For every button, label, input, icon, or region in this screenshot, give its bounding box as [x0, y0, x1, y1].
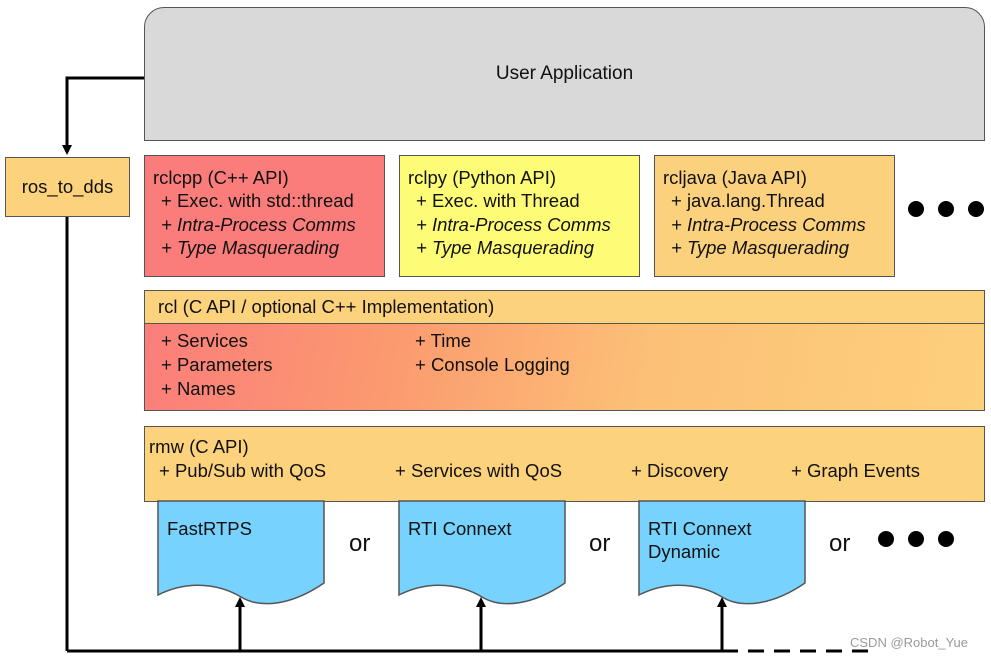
impl-fastrtps: FastRTPS	[157, 500, 325, 605]
or-separator-2: or	[589, 530, 611, 557]
impl-rti-connext-dynamic: RTI Connext Dynamic	[638, 500, 806, 605]
impl-rti-connext-dynamic-label: RTI Connext Dynamic	[648, 517, 752, 563]
rcljava-line-3: + Type Masquerading	[671, 236, 850, 258]
rcl-item-services: + Services	[161, 330, 248, 351]
document-shape	[398, 500, 566, 605]
rmw-item-graph-events: + Graph Events	[791, 460, 921, 481]
impl-fastrtps-label: FastRTPS	[167, 517, 252, 540]
ros-to-dds-box: ros_to_dds	[5, 157, 130, 217]
rclpy-line-3: + Type Masquerading	[416, 236, 595, 258]
rclpy-line-2: + Intra-Process Comms	[416, 213, 611, 235]
impl-rti-connext-dynamic-line-1: RTI Connext	[648, 518, 752, 539]
rcljava-title: rcljava (Java API)	[663, 167, 807, 188]
rmw-item-pubsub: + Pub/Sub with QoS	[159, 460, 327, 481]
app-to-ros-connector	[62, 76, 144, 155]
rcl-box: rcl (C API / optional C++ Implementation…	[144, 290, 985, 411]
rclpy-title: rclpy (Python API)	[408, 167, 557, 188]
rclcpp-title: rclcpp (C++ API)	[153, 167, 289, 188]
rcl-item-time: + Time	[415, 330, 472, 351]
rclcpp-line-3: + Type Masquerading	[161, 236, 340, 258]
user-application-box: User Application	[144, 7, 985, 141]
impl-rti-connext-label: RTI Connext	[408, 517, 512, 540]
rcljava-box: rcljava (Java API) + java.lang.Thread + …	[654, 155, 895, 277]
impl-rti-connext-dynamic-line-2: Dynamic	[648, 541, 720, 562]
rcl-title: rcl (C API / optional C++ Implementation…	[158, 296, 495, 317]
rmw-title: rmw (C API)	[149, 436, 249, 457]
impl-fastrtps-line-1: FastRTPS	[167, 518, 252, 539]
rclcpp-line-2: + Intra-Process Comms	[161, 213, 356, 235]
or-separator-3: or	[829, 530, 851, 557]
rcl-header: rcl (C API / optional C++ Implementation…	[145, 291, 984, 324]
rclpy-box: rclpy (Python API) + Exec. with Thread +…	[399, 155, 640, 277]
rcljava-line-2: + Intra-Process Comms	[671, 213, 866, 235]
rmw-box: rmw (C API) + Pub/Sub with QoS + Service…	[144, 426, 985, 502]
rcl-item-parameters: + Parameters	[161, 354, 273, 375]
watermark: CSDN @Robot_Yue	[850, 635, 968, 650]
ros-to-dds-label: ros_to_dds	[21, 176, 114, 197]
rclcpp-box: rclcpp (C++ API) + Exec. with std::threa…	[144, 155, 385, 277]
rclcpp-line-1: + Exec. with std::thread	[161, 190, 354, 212]
user-application-label: User Application	[495, 63, 634, 84]
or-separator-1: or	[349, 530, 371, 557]
document-shape	[638, 500, 806, 605]
rmw-item-discovery: + Discovery	[631, 460, 729, 481]
document-shape	[157, 500, 325, 605]
rmw-item-services: + Services with QoS	[395, 460, 563, 481]
impl-rti-connext-line-1: RTI Connext	[408, 518, 512, 539]
rcl-item-names: + Names	[161, 378, 236, 399]
impl-rti-connext: RTI Connext	[398, 500, 566, 605]
rcljava-line-1: + java.lang.Thread	[671, 190, 825, 212]
rcl-item-console-logging: + Console Logging	[415, 354, 570, 375]
rclpy-line-1: + Exec. with Thread	[416, 190, 580, 212]
